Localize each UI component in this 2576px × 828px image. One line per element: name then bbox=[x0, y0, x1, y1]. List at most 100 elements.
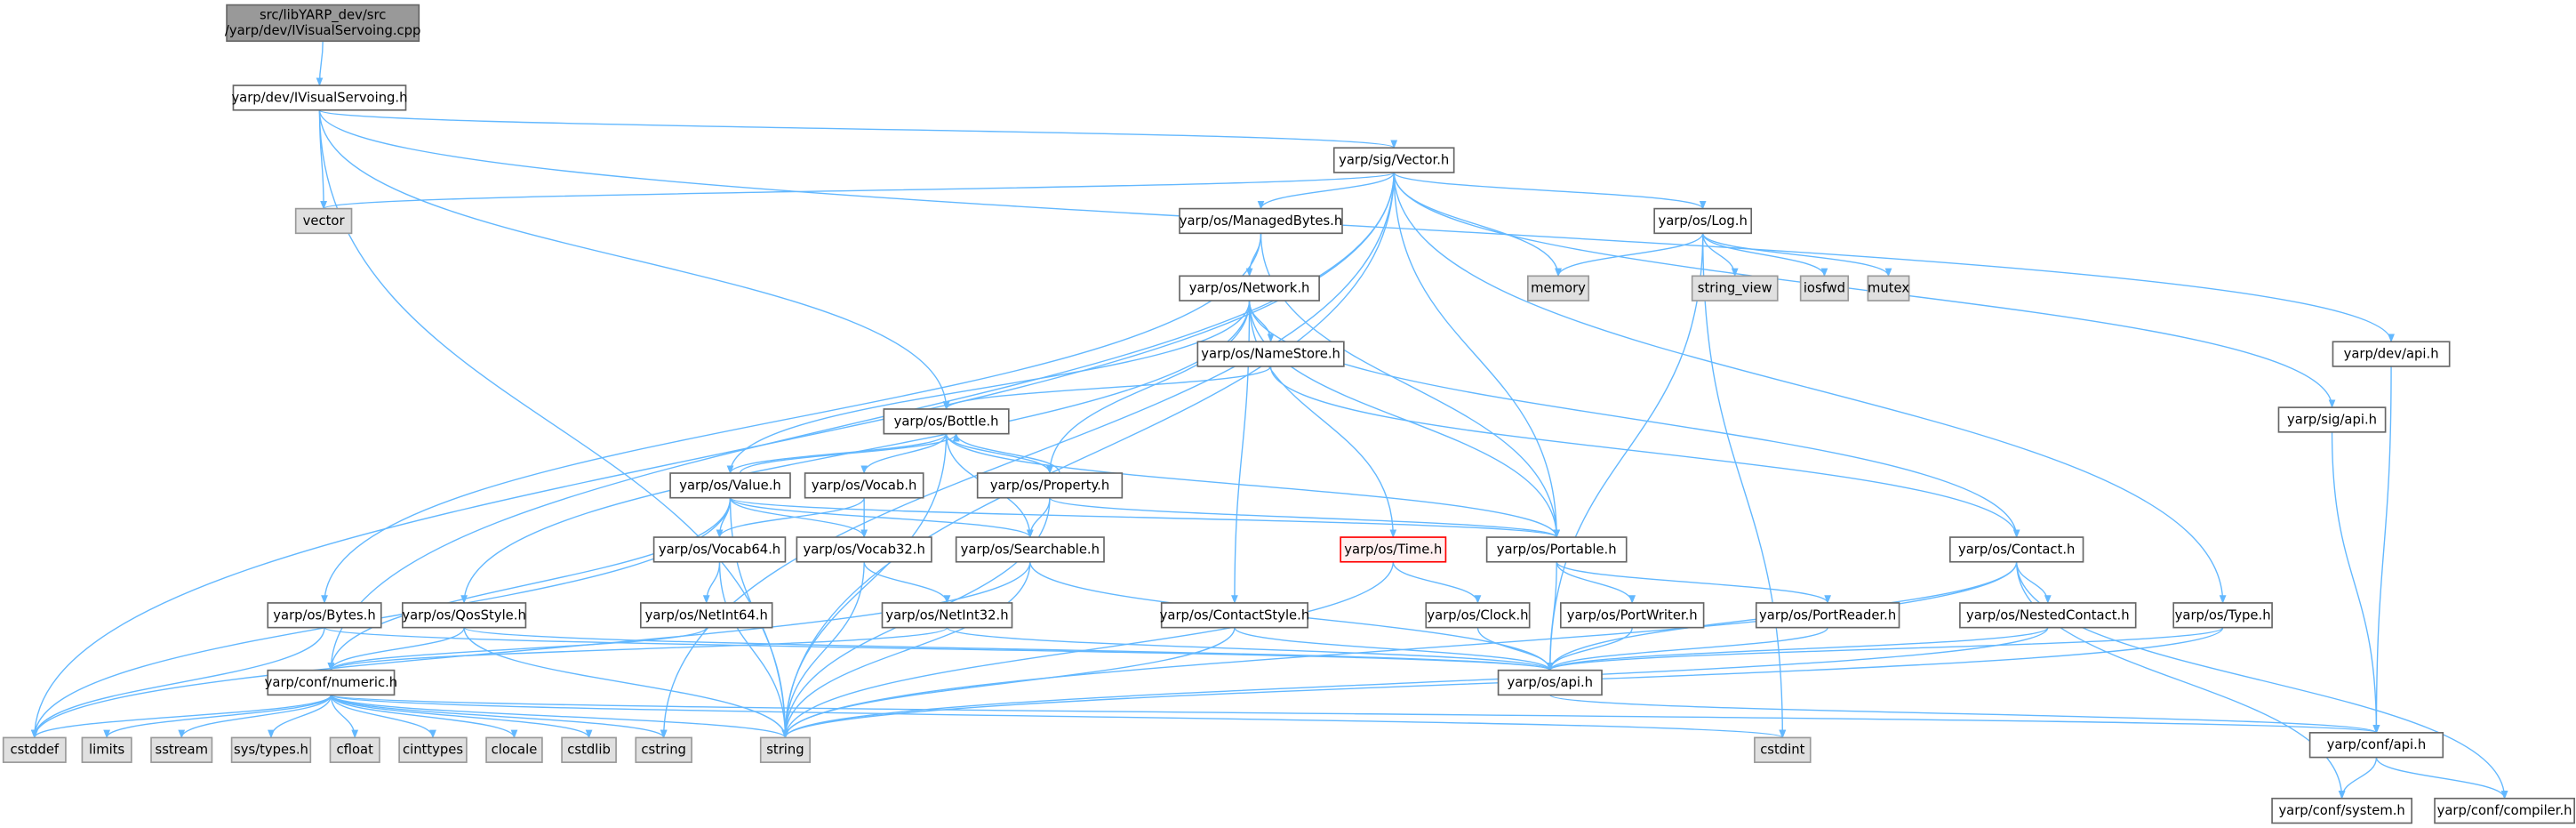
graph-node-osapi[interactable]: yarp/os/api.h bbox=[1497, 669, 1603, 696]
graph-node-bottle[interactable]: yarp/os/Bottle.h bbox=[883, 408, 1010, 435]
graph-node-qosstyle[interactable]: yarp/os/QosStyle.h bbox=[401, 602, 527, 629]
node-label: yarp/os/Clock.h bbox=[1427, 607, 1528, 623]
graph-node-log[interactable]: yarp/os/Log.h bbox=[1653, 207, 1753, 235]
node-box bbox=[267, 602, 382, 629]
edge-namestore-to-bottle bbox=[942, 366, 1272, 410]
graph-node-time[interactable]: yarp/os/Time.h bbox=[1340, 536, 1447, 563]
node-label: iosfwd bbox=[1804, 281, 1845, 296]
node-box bbox=[401, 602, 527, 629]
node-box bbox=[1179, 207, 1343, 235]
graph-node-netint32[interactable]: yarp/os/NetInt32.h bbox=[881, 602, 1013, 629]
graph-node-contactstyle[interactable]: yarp/os/ContactStyle.h bbox=[1160, 602, 1310, 629]
edge-osapi-to-confapi bbox=[1549, 694, 2380, 734]
edge-vocab64-to-netint64 bbox=[702, 561, 721, 604]
graph-node-mutex[interactable]: mutex bbox=[1867, 275, 1910, 301]
graph-node-sigvector[interactable]: yarp/sig/Vector.h bbox=[1332, 147, 1455, 173]
graph-node-vocab[interactable]: yarp/os/Vocab.h bbox=[804, 472, 924, 499]
graph-node-confcompiler[interactable]: yarp/conf/compiler.h bbox=[2434, 797, 2575, 824]
node-label: src/libYARP_dev/src bbox=[260, 8, 386, 23]
graph-node-cstdint[interactable]: cstdint bbox=[1754, 736, 1812, 763]
edge-network-to-portable bbox=[1248, 301, 1561, 539]
graph-node-cstring[interactable]: cstring bbox=[635, 736, 692, 763]
graph-node-portable[interactable]: yarp/os/Portable.h bbox=[1485, 536, 1628, 563]
node-label: yarp/sig/Vector.h bbox=[1339, 153, 1449, 168]
node-box bbox=[639, 602, 773, 629]
graph-node-string_view[interactable]: string_view bbox=[1691, 275, 1779, 301]
node-label: cstdlib bbox=[567, 743, 611, 758]
edge-sigvector-to-vector bbox=[320, 172, 1395, 210]
edge-property-to-bottle bbox=[952, 432, 1060, 474]
graph-node-bytes[interactable]: yarp/os/Bytes.h bbox=[267, 602, 382, 629]
graph-node-vocab32[interactable]: yarp/os/Vocab32.h bbox=[796, 536, 932, 563]
edge-value-to-searchable bbox=[729, 497, 1034, 539]
node-box bbox=[2332, 341, 2451, 367]
graph-node-vector[interactable]: vector bbox=[294, 207, 353, 235]
node-label: cfloat bbox=[337, 743, 374, 758]
graph-node-nestedcontact[interactable]: yarp/os/NestedContact.h bbox=[1959, 602, 2137, 629]
graph-node-root[interactable]: src/libYARP_dev/src/yarp/dev/IVisualServ… bbox=[225, 4, 421, 43]
edge-log-to-memory bbox=[1555, 233, 1704, 277]
edge-value-to-portable bbox=[729, 497, 1560, 539]
graph-node-netint64[interactable]: yarp/os/NetInt64.h bbox=[639, 602, 773, 629]
edge-netint32-to-osapi bbox=[946, 627, 1554, 671]
graph-node-confapi[interactable]: yarp/conf/api.h bbox=[2308, 732, 2444, 759]
graph-node-portreader[interactable]: yarp/os/PortReader.h bbox=[1755, 602, 1900, 629]
graph-node-memory[interactable]: memory bbox=[1527, 275, 1590, 301]
graph-node-managedbytes[interactable]: yarp/os/ManagedBytes.h bbox=[1179, 207, 1343, 235]
node-box bbox=[1196, 341, 1345, 367]
edge-confapi-to-confsystem bbox=[2338, 757, 2378, 800]
graph-node-limits[interactable]: limits bbox=[81, 736, 132, 763]
edge-bytes-to-cstddef bbox=[30, 627, 325, 739]
graph-node-sigapi[interactable]: yarp/sig/api.h bbox=[2277, 406, 2387, 433]
node-box bbox=[1799, 275, 1850, 301]
edge-ivs-to-string bbox=[318, 109, 789, 739]
graph-node-string[interactable]: string bbox=[759, 736, 812, 763]
edge-numeric-to-cfloat bbox=[330, 695, 359, 739]
graph-node-property[interactable]: yarp/os/Property.h bbox=[976, 472, 1124, 499]
edge-value-to-bottle bbox=[739, 432, 960, 474]
node-label: yarp/os/NameStore.h bbox=[1201, 347, 1340, 362]
edge-contact-to-confcompiler bbox=[2015, 561, 2508, 800]
edge-portable-to-osapi bbox=[1546, 561, 1557, 671]
graph-node-confsystem[interactable]: yarp/conf/system.h bbox=[2271, 797, 2413, 824]
node-label: yarp/os/Network.h bbox=[1189, 281, 1310, 296]
graph-node-portwriter[interactable]: yarp/os/PortWriter.h bbox=[1559, 602, 1705, 629]
graph-node-value[interactable]: yarp/os/Value.h bbox=[669, 472, 791, 499]
node-box bbox=[294, 207, 353, 235]
graph-node-type[interactable]: yarp/os/Type.h bbox=[2172, 602, 2273, 629]
edge-network-to-property bbox=[1046, 301, 1251, 474]
graph-node-devapi[interactable]: yarp/dev/api.h bbox=[2332, 341, 2451, 367]
edge-numeric-to-limits bbox=[103, 695, 332, 739]
graph-node-sstream[interactable]: sstream bbox=[150, 736, 213, 763]
graph-node-network[interactable]: yarp/os/Network.h bbox=[1179, 275, 1320, 301]
graph-node-numeric[interactable]: yarp/conf/numeric.h bbox=[265, 669, 397, 696]
node-label: yarp/os/Value.h bbox=[679, 478, 781, 493]
graph-node-cfloat[interactable]: cfloat bbox=[329, 736, 380, 763]
node-box bbox=[976, 472, 1124, 499]
edge-sigvector-to-log bbox=[1393, 172, 1707, 210]
node-label: yarp/os/api.h bbox=[1508, 675, 1594, 690]
graph-node-clock[interactable]: yarp/os/Clock.h bbox=[1425, 602, 1531, 629]
graph-node-searchable[interactable]: yarp/os/Searchable.h bbox=[955, 536, 1105, 563]
graph-node-cstdlib[interactable]: cstdlib bbox=[561, 736, 617, 763]
graph-node-cstddef[interactable]: cstddef bbox=[2, 736, 67, 763]
edge-numeric-to-cstdint bbox=[330, 694, 1786, 739]
node-box bbox=[881, 602, 1013, 629]
node-label: yarp/conf/compiler.h bbox=[2437, 803, 2572, 818]
edge-numeric-to-cstring bbox=[330, 695, 668, 739]
edge-numeric-to-systypes bbox=[268, 695, 332, 739]
graph-node-clocale[interactable]: clocale bbox=[485, 736, 543, 763]
graph-node-cinttypes[interactable]: cinttypes bbox=[398, 736, 468, 763]
edge-managedbytes-to-network bbox=[1245, 233, 1262, 277]
node-box bbox=[1340, 536, 1447, 563]
edge-ivs-to-bottle bbox=[318, 109, 950, 410]
graph-node-iosfwd[interactable]: iosfwd bbox=[1799, 275, 1850, 301]
node-box bbox=[81, 736, 132, 763]
graph-node-contact[interactable]: yarp/os/Contact.h bbox=[1948, 536, 2084, 563]
node-box bbox=[485, 736, 543, 763]
edge-bottle-to-string bbox=[781, 433, 948, 739]
graph-node-ivs[interactable]: yarp/dev/IVisualServoing.h bbox=[231, 84, 408, 111]
graph-node-vocab64[interactable]: yarp/os/Vocab64.h bbox=[652, 536, 787, 563]
graph-node-systypes[interactable]: sys/types.h bbox=[230, 736, 312, 763]
graph-node-namestore[interactable]: yarp/os/NameStore.h bbox=[1196, 341, 1345, 367]
